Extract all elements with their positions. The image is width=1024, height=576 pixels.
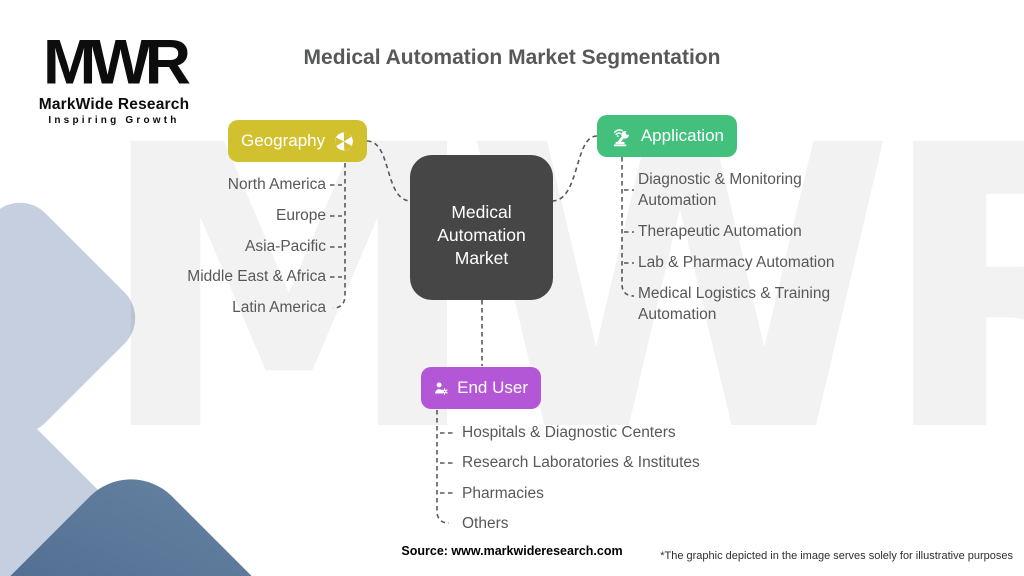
- connector-application-center: [551, 135, 598, 202]
- disclaimer-text: *The graphic depicted in the image serve…: [660, 550, 1013, 562]
- application-trunk: [621, 157, 635, 297]
- geography-label: Geography: [241, 131, 326, 150]
- application-item: Medical Logistics & Training Automation: [638, 285, 831, 323]
- connector-geography-center: [366, 140, 412, 202]
- center-node-label: Medical Automation Market: [437, 202, 526, 269]
- brand-logo-name: MarkWide Research: [38, 96, 190, 113]
- brand-logo: MWR MarkWide Research Inspiring Growth: [34, 30, 194, 126]
- geography-item: North America: [227, 176, 326, 193]
- application-item: Diagnostic & Monitoring Automation: [638, 171, 802, 209]
- end-user-label: End User: [457, 378, 528, 397]
- branch-node-application: Application: [597, 115, 737, 157]
- robot-arm-icon: [613, 128, 630, 146]
- end-user-item: Others: [462, 515, 509, 532]
- end-user-item: Research Laboratories & Institutes: [462, 454, 700, 471]
- end-user-item: Hospitals & Diagnostic Centers: [462, 424, 676, 441]
- application-label: Application: [640, 126, 724, 145]
- enduser-trunk: [436, 410, 450, 524]
- branch-node-end-user: End User: [421, 367, 541, 409]
- source-text: Source: www.markwideresearch.com: [401, 544, 623, 558]
- geography-item: Europe: [276, 207, 326, 224]
- application-item: Therapeutic Automation: [638, 223, 802, 240]
- globe-icon: [334, 132, 354, 152]
- page-title: Medical Automation Market Segmentation: [303, 46, 721, 69]
- brand-logo-acronym: MWR: [43, 26, 191, 98]
- application-item: Lab & Pharmacy Automation: [638, 254, 835, 271]
- center-node-medical-automation-market: Medical Automation Market: [410, 155, 553, 300]
- geography-trunk: [332, 163, 346, 309]
- geography-item: Middle East & Africa: [187, 268, 326, 285]
- end-user-item: Pharmacies: [462, 485, 544, 502]
- user-gear-icon: [434, 382, 448, 395]
- geography-item: Asia-Pacific: [245, 238, 326, 255]
- branch-node-geography: Geography: [228, 120, 367, 162]
- geography-item: Latin America: [232, 299, 326, 316]
- brand-logo-tagline: Inspiring Growth: [48, 115, 180, 126]
